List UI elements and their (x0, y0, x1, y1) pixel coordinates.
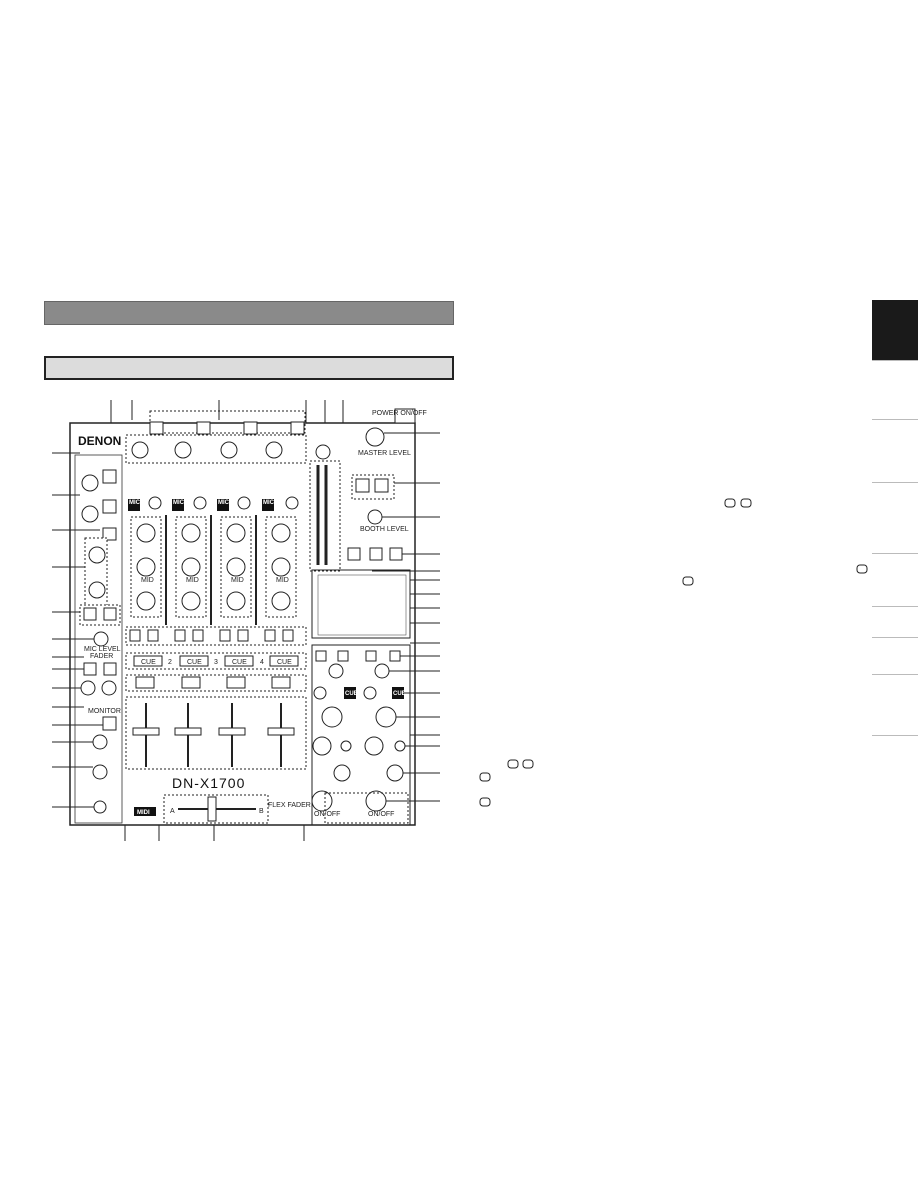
subsection-header-bar (44, 356, 454, 380)
svg-text:B: B (259, 808, 264, 815)
svg-text:3: 3 (214, 659, 218, 666)
svg-text:MID: MID (186, 577, 199, 584)
svg-text:CUE: CUE (141, 659, 156, 666)
svg-text:A: A (170, 808, 175, 815)
svg-text:MIC: MIC (218, 500, 230, 506)
svg-text:MIC: MIC (129, 500, 141, 506)
svg-text:POWER ON/OFF: POWER ON/OFF (372, 410, 427, 417)
svg-text:CUE: CUE (232, 659, 247, 666)
svg-text:ON/OFF: ON/OFF (314, 811, 340, 818)
side-tab[interactable] (872, 361, 918, 420)
svg-text:BOOTH LEVEL: BOOTH LEVEL (360, 526, 409, 533)
side-tab[interactable] (872, 638, 918, 675)
side-tabs (872, 300, 918, 736)
brand-logo: DENON (78, 434, 121, 448)
side-tab[interactable] (872, 675, 918, 736)
side-tab[interactable] (872, 420, 918, 483)
svg-text:CUE: CUE (345, 691, 358, 697)
svg-text:CUE: CUE (187, 659, 202, 666)
svg-text:MIC: MIC (173, 500, 185, 506)
svg-text:2: 2 (168, 659, 172, 666)
svg-text:MONITOR: MONITOR (88, 708, 121, 715)
side-tab[interactable] (872, 607, 918, 638)
side-tab[interactable] (872, 483, 918, 554)
svg-text:ON/OFF: ON/OFF (368, 811, 394, 818)
svg-text:MASTER LEVEL: MASTER LEVEL (358, 450, 411, 457)
svg-text:MID: MID (231, 577, 244, 584)
svg-text:FADER: FADER (90, 653, 113, 660)
svg-text:MID: MID (276, 577, 289, 584)
svg-text:MIDI: MIDI (137, 810, 150, 816)
side-tab[interactable] (872, 554, 918, 607)
side-tab-active[interactable] (872, 300, 918, 361)
model-name: DN-X1700 (172, 775, 245, 791)
svg-text:CUE: CUE (277, 659, 292, 666)
svg-text:FLEX FADER: FLEX FADER (268, 802, 311, 809)
svg-text:MIC: MIC (263, 500, 275, 506)
svg-text:MID: MID (141, 577, 154, 584)
mixer-diagram: DENON MIC LEVEL FADER MONITOR (52, 400, 868, 841)
section-header-bar (44, 301, 454, 325)
svg-text:MIC LEVEL: MIC LEVEL (84, 646, 121, 653)
svg-text:4: 4 (260, 659, 264, 666)
svg-text:CUE: CUE (393, 691, 406, 697)
